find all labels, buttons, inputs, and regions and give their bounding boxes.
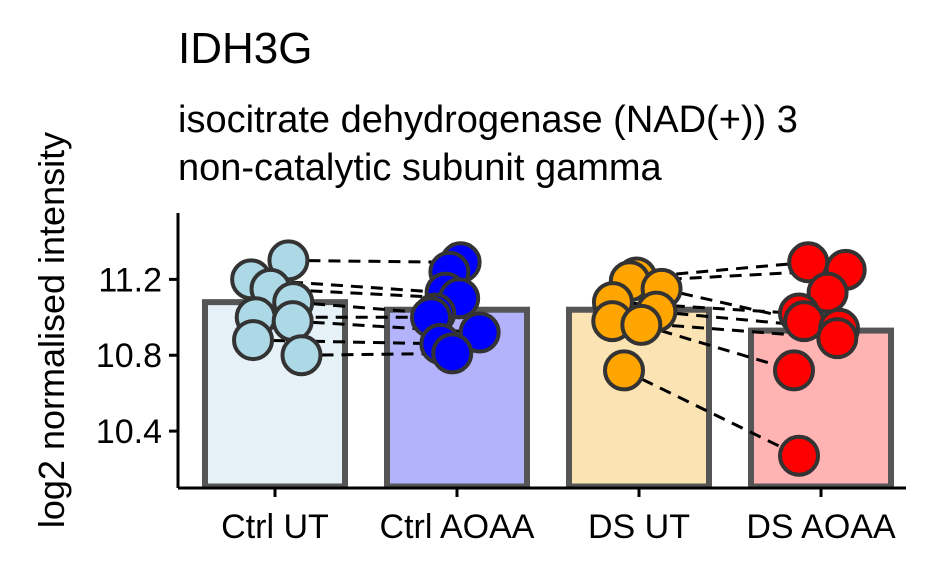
pair-line: [640, 323, 795, 372]
data-point: [603, 349, 646, 392]
x-tick-label: DS AOAA: [746, 508, 896, 546]
data-point: [280, 334, 323, 377]
pair-line: [251, 277, 446, 295]
x-tick-label: Ctrl AOAA: [380, 508, 535, 546]
data-point: [431, 332, 474, 375]
y-ticks-layer: 10.4 10.8 11.2: [96, 261, 178, 451]
data-point: [772, 349, 815, 392]
x-tick-label: Ctrl UT: [221, 508, 329, 546]
x-ticks-layer: Ctrl UT Ctrl AOAA DS UT DS AOAA: [221, 488, 896, 546]
pair-line: [623, 369, 800, 458]
data-point: [778, 434, 821, 477]
data-point: [620, 303, 663, 346]
chart-subtitle-line-1: isocitrate dehydrogenase (NAD(+)) 3: [178, 99, 798, 141]
y-tick-label: 10.4: [96, 413, 162, 451]
data-point: [232, 319, 275, 362]
chart-title: IDH3G: [178, 24, 312, 73]
chart-subtitle-line-2: non-catalytic subunit gamma: [178, 147, 663, 189]
points-layer: [230, 239, 867, 477]
data-point: [816, 317, 859, 360]
y-tick-label: 10.8: [96, 337, 162, 375]
pair-line: [656, 310, 840, 331]
pair-line: [293, 300, 436, 316]
pair-line: [253, 338, 441, 346]
data-point: [271, 300, 314, 343]
x-tick-label: DS UT: [588, 508, 690, 546]
bar-ctrl-ut: [202, 299, 348, 490]
bar-ds-aoaa: [748, 327, 894, 490]
data-point: [458, 311, 501, 354]
y-tick-label: 11.2: [98, 261, 162, 299]
y-axis-label: log2 normalised intensity: [31, 132, 72, 528]
pair-line: [292, 319, 480, 334]
